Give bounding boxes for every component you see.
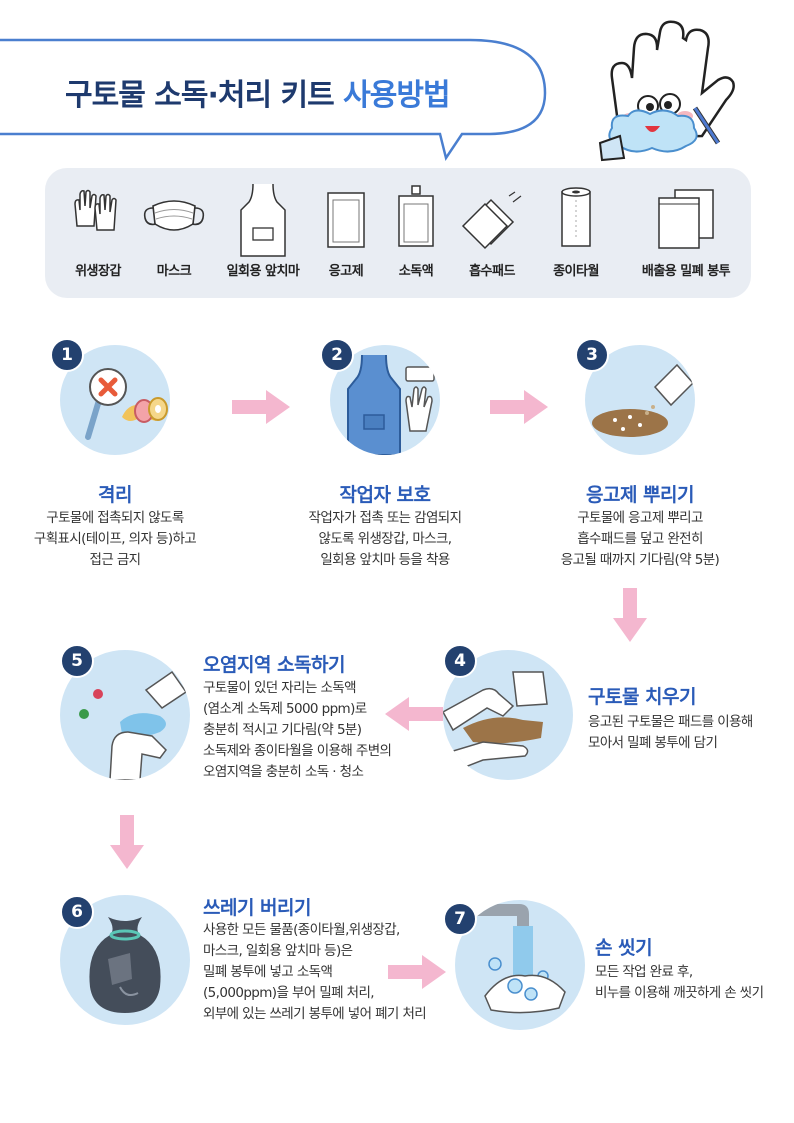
- arrow-right-icon: [232, 390, 290, 424]
- apron-icon: [240, 183, 286, 257]
- trash-bag-icon: [89, 917, 161, 1013]
- step-title: 격리: [98, 484, 132, 506]
- kit-label: 응고제: [328, 264, 364, 279]
- mask-icon: [143, 200, 205, 231]
- glove-mascot-icon: [598, 20, 735, 162]
- apron-mask-gloves-icon: [347, 354, 435, 455]
- arrow-down-icon: [110, 815, 144, 869]
- disinfectant-pouch-icon: [398, 185, 434, 247]
- paper-towel-icon: [561, 187, 591, 247]
- title-speech-bubble: [0, 38, 547, 162]
- title-main: 구토물 소독·처리 키트: [65, 78, 335, 113]
- step-number: 7: [443, 902, 477, 936]
- step-title: 쓰레기 버리기: [203, 897, 312, 919]
- step-number: 5: [60, 644, 94, 678]
- pad-cleanup-icon: [443, 671, 548, 776]
- step-title: 작업자 보호: [339, 484, 431, 506]
- kit-label: 배출용 밀폐 봉투: [641, 264, 731, 279]
- step-title: 구토물 치우기: [588, 686, 697, 708]
- kit-contents-panel: 위생장갑 마스크 일회용 앞치마 응고제 소독액: [45, 168, 751, 298]
- step-number: 1: [50, 338, 84, 372]
- disinfect-wipe-icon: [79, 670, 188, 780]
- kit-item-disinfectant: 소독액: [387, 168, 445, 298]
- title-accent: 사용방법: [343, 78, 450, 113]
- coagulant-pack-icon: [327, 192, 365, 248]
- kit-item-apron: 일회용 앞치마: [221, 168, 305, 298]
- hand-washing-icon: [475, 904, 566, 1014]
- step-number: 6: [60, 895, 94, 929]
- step-number: 3: [575, 338, 609, 372]
- kit-label: 위생장갑: [75, 264, 121, 279]
- step-title: 응고제 뿌리기: [586, 484, 695, 506]
- barrier-tape-icon: [85, 368, 168, 440]
- step-description: 모든 작업 완료 후,비누를 이용해 깨끗하게 손 씻기: [595, 964, 764, 1001]
- arrow-right-icon: [388, 955, 446, 989]
- step-number: 2: [320, 338, 354, 372]
- kit-label: 일회용 앞치마: [226, 264, 300, 279]
- kit-label: 마스크: [156, 264, 192, 279]
- absorbent-pad-icon: [461, 191, 522, 250]
- step-number: 4: [443, 644, 477, 678]
- step-title: 손 씻기: [595, 937, 653, 959]
- gloves-icon: [74, 189, 117, 231]
- step-title: 오염지역 소독하기: [203, 654, 345, 676]
- sealed-bag-icon: [658, 189, 714, 249]
- page-title: 구토물 소독·처리 키트 사용방법: [65, 70, 451, 114]
- kit-label: 흡수패드: [469, 264, 515, 279]
- kit-item-sealed-bag: 배출용 밀폐 봉투: [641, 168, 731, 298]
- kit-item-paper-towel: 종이타월: [545, 168, 607, 298]
- kit-item-coagulant: 응고제: [317, 168, 375, 298]
- kit-label: 소독액: [398, 264, 434, 279]
- kit-item-mask: 마스크: [139, 168, 209, 298]
- kit-label: 종이타월: [553, 264, 599, 279]
- kit-item-gloves: 위생장갑: [67, 168, 129, 298]
- kit-item-absorbent-pad: 흡수패드: [457, 168, 527, 298]
- arrow-left-icon: [385, 697, 443, 731]
- arrow-right-icon: [490, 390, 548, 424]
- arrow-down-icon: [613, 588, 647, 642]
